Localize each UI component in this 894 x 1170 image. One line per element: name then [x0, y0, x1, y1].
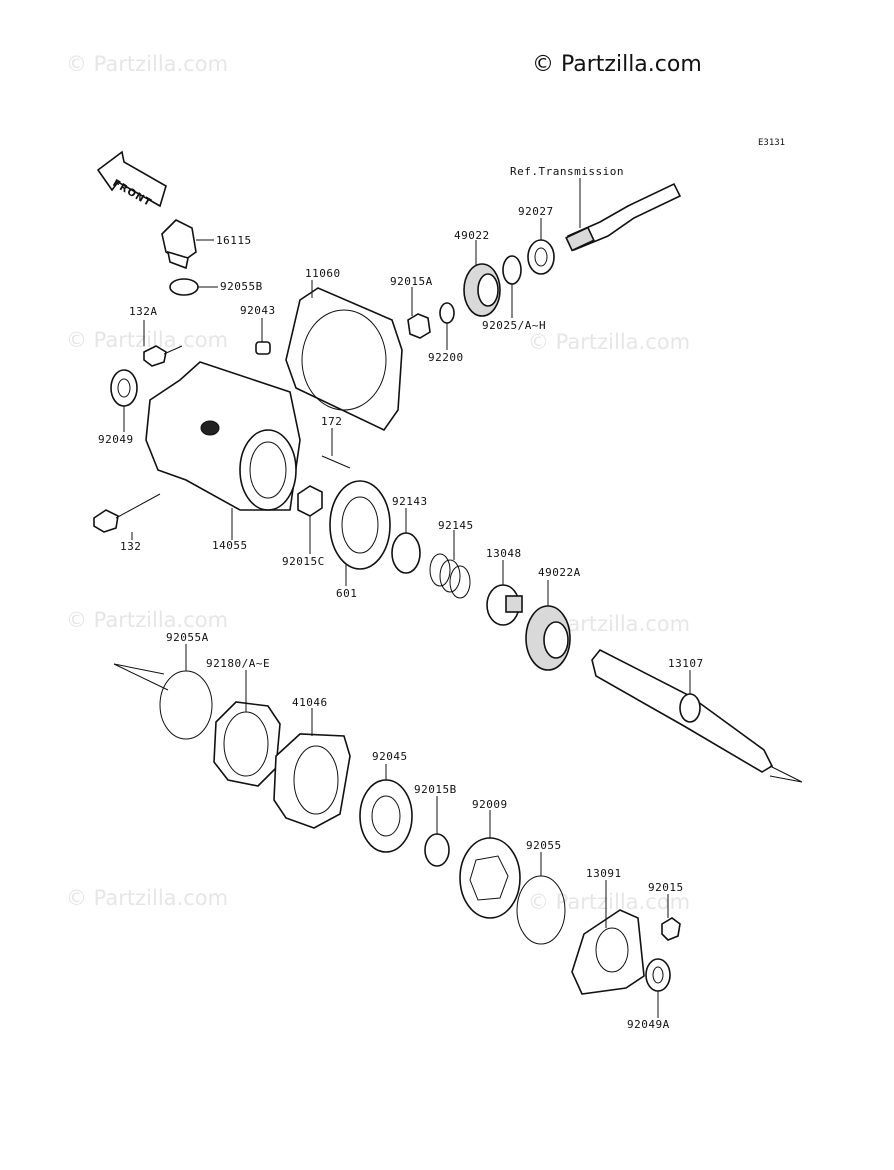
front-arrow-icon	[96, 150, 167, 208]
gasket-92180	[213, 701, 281, 787]
shaft-13107	[591, 648, 774, 773]
shim-92025	[502, 255, 522, 285]
part-label: 92015	[648, 881, 684, 894]
watermark: © Partzilla.com	[66, 52, 229, 76]
bolt-132	[93, 493, 161, 533]
part-label: 14055	[212, 539, 248, 552]
spring-92145	[429, 553, 471, 599]
bearing-92027	[527, 239, 555, 275]
part-label: 92055A	[166, 631, 209, 644]
part-label: 92049	[98, 433, 134, 446]
part-label: 172	[321, 415, 343, 428]
part-label: 92025/A~H	[482, 319, 547, 332]
part-label: 49022	[454, 229, 490, 242]
part-label: 92015A	[390, 275, 433, 288]
nut-92015	[661, 917, 681, 941]
part-label: Ref.Transmission	[510, 165, 624, 178]
brand-label: © Partzilla.com	[532, 52, 702, 77]
part-label: 49022A	[538, 566, 581, 579]
plate-92009	[459, 837, 521, 919]
part-label: 41046	[292, 696, 328, 709]
watermark: © Partzilla.com	[66, 608, 229, 632]
oring-92055b	[169, 278, 199, 296]
leader-lines	[123, 178, 691, 1018]
part-label: 92143	[392, 495, 428, 508]
nut-92015b	[424, 833, 450, 867]
part-label: 13091	[586, 867, 622, 880]
cover-13091	[571, 909, 645, 995]
part-label: 11060	[305, 267, 341, 280]
housing-41046	[273, 733, 351, 829]
part-label: 92055	[526, 839, 562, 852]
pin-92043	[255, 341, 271, 355]
part-label: 601	[336, 587, 358, 600]
watermark: © Partzilla.com	[66, 886, 229, 910]
part-label: 92015C	[282, 555, 325, 568]
bevel-gear-49022a	[525, 605, 571, 671]
part-label: 92200	[428, 351, 464, 364]
nut-92015a	[407, 313, 431, 339]
sleeve-92143	[391, 532, 421, 574]
part-label: 92180/A~E	[206, 657, 271, 670]
gasket-11060	[285, 287, 403, 432]
clutch-13048	[486, 584, 523, 626]
part-label: 132A	[129, 305, 158, 318]
part-label: 16115	[216, 234, 252, 247]
bearing-92045	[359, 779, 413, 853]
part-label: 13048	[486, 547, 522, 560]
watermark: © Partzilla.com	[528, 330, 691, 354]
stud-172	[321, 455, 351, 469]
part-label: 13107	[668, 657, 704, 670]
part-label: 92009	[472, 798, 508, 811]
part-label: 92145	[438, 519, 474, 532]
diagram-code: E3131	[758, 138, 786, 148]
washer-92200	[439, 302, 455, 324]
part-label: 92055B	[220, 280, 263, 293]
part-label: 92043	[240, 304, 276, 317]
bolt-132a	[143, 345, 183, 367]
part-label: 92045	[372, 750, 408, 763]
bearing-601	[329, 480, 391, 570]
housing-14055	[145, 361, 301, 511]
bevel-gear-49022	[463, 263, 501, 317]
seal-92049a	[645, 958, 671, 992]
watermark: © Partzilla.com	[528, 890, 691, 914]
watermark: © Partzilla.com	[66, 328, 229, 352]
oring-92055	[516, 875, 566, 945]
cap-16115	[161, 219, 197, 270]
nut-92015c	[297, 485, 323, 517]
part-label: 92027	[518, 205, 554, 218]
part-label: 92015B	[414, 783, 457, 796]
part-label: 132	[120, 540, 142, 553]
seal-92049	[110, 369, 138, 407]
ref-transmission-shaft	[565, 182, 682, 252]
part-label: 92049A	[627, 1018, 670, 1031]
oring-92055a	[159, 670, 213, 740]
